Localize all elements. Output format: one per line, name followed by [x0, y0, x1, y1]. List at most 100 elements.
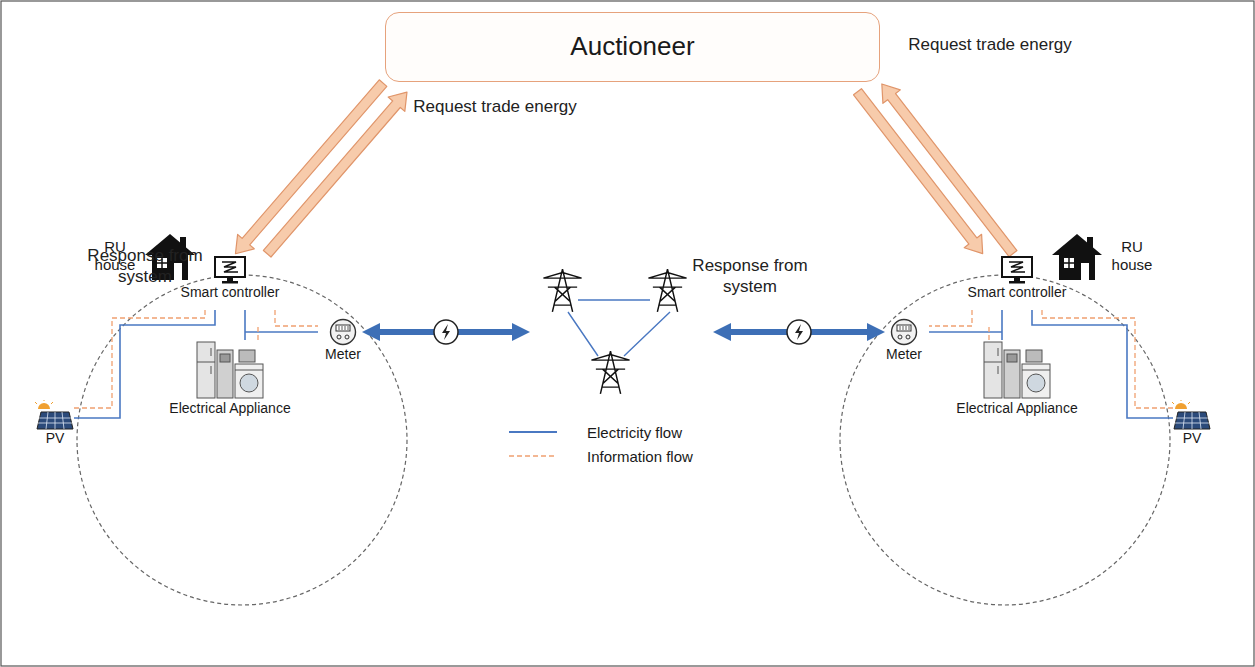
drawing-part — [1052, 234, 1102, 280]
trade-arrow — [854, 89, 983, 254]
drawing-part — [220, 354, 230, 362]
drawing-part — [331, 320, 356, 345]
drawing-part — [1026, 350, 1042, 362]
grid-towers — [543, 269, 686, 394]
drawing-part — [1064, 258, 1074, 268]
drawing-part — [787, 320, 811, 344]
appliance-icon — [982, 340, 1052, 400]
drawing-part — [257, 326, 258, 340]
drawing-part — [434, 320, 458, 344]
arrow-label: Request trade energy — [890, 34, 1090, 55]
drawing-part — [591, 351, 629, 394]
legend-label: Electricity flow — [587, 424, 682, 441]
node-label: Electrical Appliance — [956, 400, 1077, 417]
drawing-part — [897, 325, 911, 331]
drawing-part — [74, 310, 205, 408]
drawing-part — [1081, 263, 1089, 280]
drawing-part — [339, 326, 348, 330]
drawing-part — [239, 350, 255, 362]
house-zone — [840, 275, 1173, 605]
drawing-part — [787, 320, 811, 344]
drawing-part — [1004, 350, 1020, 398]
drawing-part — [1172, 400, 1210, 429]
house-zone — [74, 275, 407, 605]
drawing-part — [1022, 364, 1050, 398]
drawing-part — [1175, 412, 1209, 429]
drawing-part — [1172, 400, 1190, 404]
legend-label: Information flow — [587, 448, 693, 465]
drawing-part — [38, 412, 72, 429]
drawing-part — [240, 374, 258, 392]
drawing-part — [1009, 262, 1025, 272]
drawing-part — [37, 412, 73, 429]
meter-icon — [329, 318, 357, 346]
auctioneer-box: Auctioneer — [385, 12, 880, 82]
appliance-icon — [195, 340, 265, 400]
drawing-part — [984, 342, 1002, 398]
drawing-part — [984, 348, 1002, 374]
node-label: Electrical Appliance — [169, 400, 290, 417]
drawing-part — [35, 400, 53, 404]
pv-icon — [35, 400, 75, 430]
drawing-part — [197, 342, 263, 398]
drawing-part — [215, 257, 245, 284]
drawing-part — [35, 400, 73, 429]
drawing-part — [1009, 281, 1025, 284]
monitor-icon — [1001, 256, 1033, 284]
drawing-part — [1007, 354, 1017, 362]
drawing-part — [331, 320, 356, 345]
drawing-part — [509, 455, 557, 457]
drawing-part — [1052, 234, 1102, 255]
drawing-part — [906, 335, 910, 339]
appliance-group: Electrical Appliance — [947, 340, 1087, 417]
node-label: Auctioneer — [570, 31, 694, 62]
arrow-label: Response from system — [80, 245, 210, 288]
node-label: Meter — [886, 346, 922, 363]
drawing-part — [648, 269, 686, 312]
legend-swatch — [505, 425, 565, 439]
meter-node: Meter — [879, 318, 929, 363]
drawing-part — [174, 263, 182, 280]
drawing-part — [1014, 277, 1020, 281]
drawing-part — [197, 342, 215, 398]
drawing-part — [892, 320, 917, 345]
drawing-part — [222, 281, 238, 284]
legend-row: Electricity flow — [505, 420, 693, 444]
drawing-part — [275, 310, 318, 326]
drawing-part — [984, 342, 1050, 398]
legend: Electricity flowInformation flow — [505, 420, 693, 468]
arrow-label: Request trade energy — [395, 96, 595, 117]
house-node: RU house — [1043, 232, 1155, 280]
node-label: Smart controller — [968, 284, 1067, 301]
drawing-part — [1027, 374, 1045, 392]
drawing-part — [336, 325, 350, 331]
node-label: Smart controller — [181, 284, 280, 301]
drawing-part — [38, 403, 50, 409]
trade-arrow — [263, 92, 407, 257]
drawing-part — [898, 335, 902, 339]
node-label: PV — [1183, 430, 1202, 447]
info-wires — [74, 310, 318, 408]
drawing-part — [1175, 403, 1187, 409]
meter-node: Meter — [318, 318, 368, 363]
trade-arrow — [882, 84, 1017, 257]
node-label: Meter — [325, 346, 361, 363]
node-label: RU house — [1109, 238, 1155, 274]
drawing-part — [900, 326, 909, 330]
drawing-part — [215, 257, 245, 277]
power-link — [371, 320, 876, 344]
drawing-part — [543, 269, 581, 312]
drawing-part — [197, 348, 215, 374]
meter-icon — [890, 318, 918, 346]
drawing-part — [222, 262, 238, 272]
monitor-icon — [214, 256, 246, 284]
drawing-part — [1002, 257, 1032, 284]
drawing-part — [235, 370, 263, 371]
drawing-part — [235, 364, 263, 398]
drawing-part — [1174, 412, 1210, 429]
trade-arrow — [235, 80, 386, 254]
drawing-part — [434, 320, 458, 344]
drawing-part — [568, 300, 670, 356]
